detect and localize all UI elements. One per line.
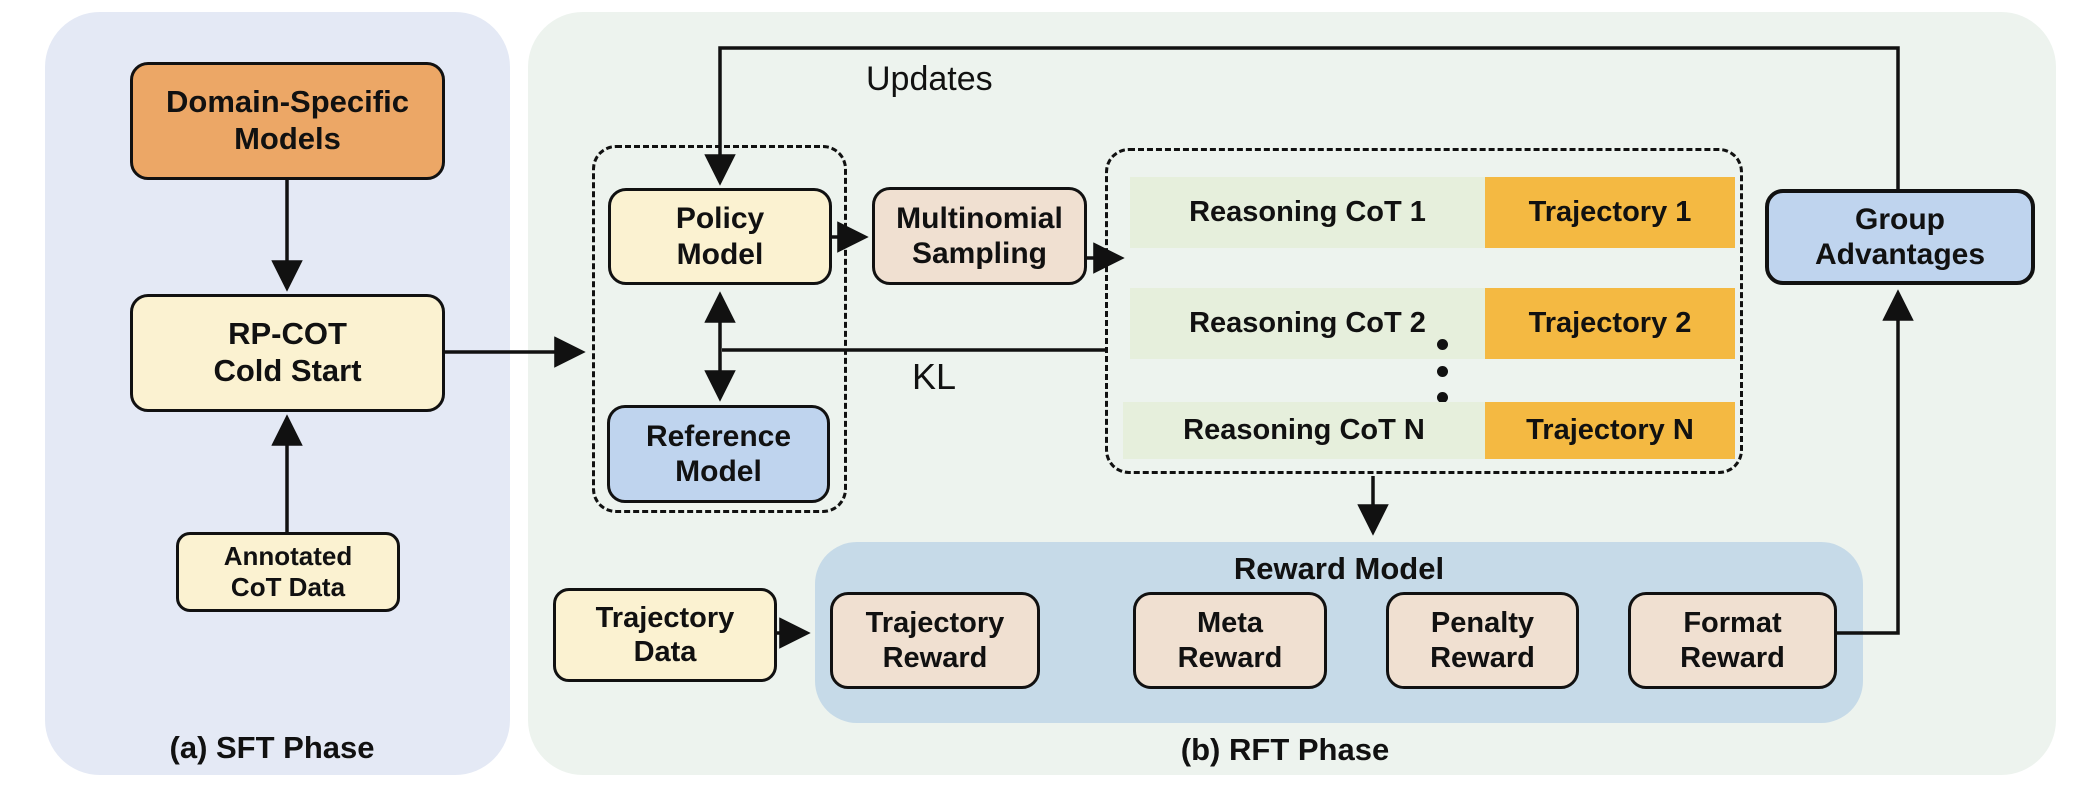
format-reward-box: Format Reward: [1628, 592, 1837, 689]
policy-model-box: Policy Model: [608, 188, 832, 285]
reasoning-cot-1-segment: Reasoning CoT 1: [1130, 177, 1485, 248]
trajectory-data-box: Trajectory Data: [553, 588, 777, 682]
trajectory-n-segment: Trajectory N: [1485, 402, 1735, 459]
ellipsis-dot-2: [1437, 366, 1448, 377]
trajectory-2-segment: Trajectory 2: [1485, 288, 1735, 359]
sft-phase-caption: (a) SFT Phase: [169, 730, 375, 765]
reasoning-cot-n-segment: Reasoning CoT N: [1123, 402, 1485, 459]
domain-specific-models-box: Domain-Specific Models: [130, 62, 445, 180]
reference-model-box: Reference Model: [607, 405, 830, 503]
reward-model-title: Reward Model: [1233, 551, 1445, 586]
multinomial-sampling-box: Multinomial Sampling: [872, 187, 1087, 285]
trajectory-reward-box: Trajectory Reward: [830, 592, 1040, 689]
group-advantages-box: Group Advantages: [1765, 189, 2035, 285]
trajectory-1-segment: Trajectory 1: [1485, 177, 1735, 248]
meta-reward-box: Meta Reward: [1133, 592, 1327, 689]
updates-label: Updates: [866, 60, 993, 98]
rft-phase-caption: (b) RFT Phase: [1180, 732, 1390, 767]
ellipsis-dot-3: [1437, 392, 1448, 403]
annotated-cot-data-box: Annotated CoT Data: [176, 532, 400, 612]
reasoning-cot-2-segment: Reasoning CoT 2: [1130, 288, 1485, 359]
ellipsis-dot-1: [1437, 339, 1448, 350]
kl-label: KL: [912, 356, 957, 397]
rp-cot-cold-start-box: RP-COT Cold Start: [130, 294, 445, 412]
penalty-reward-box: Penalty Reward: [1386, 592, 1579, 689]
